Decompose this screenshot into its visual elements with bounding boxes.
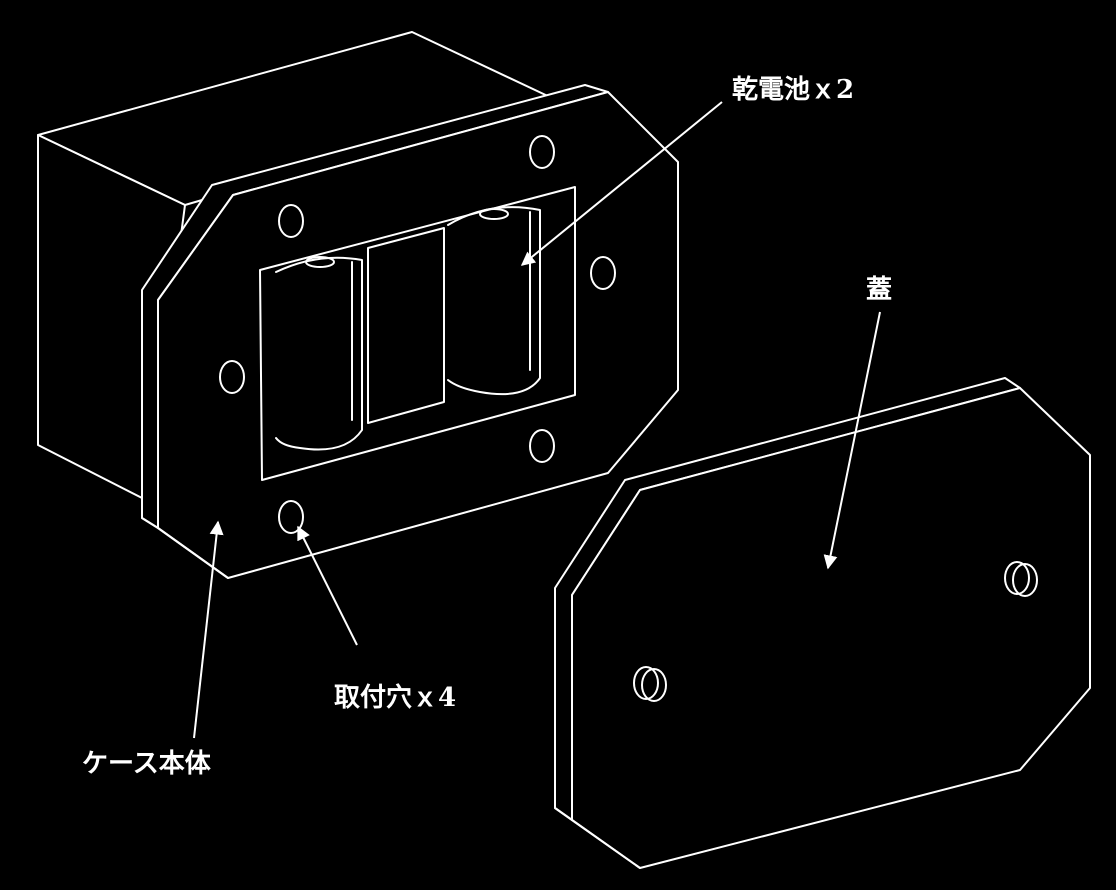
battery-right-terminal bbox=[479, 208, 509, 220]
mounting-hole bbox=[219, 360, 245, 394]
mounting-holes bbox=[219, 135, 616, 534]
battery-right bbox=[447, 206, 541, 396]
label-case-body: ケース本体 bbox=[82, 749, 212, 779]
mounting-hole bbox=[278, 500, 304, 534]
battery-window bbox=[259, 186, 576, 481]
battery-left-body bbox=[275, 256, 363, 451]
battery-left bbox=[275, 256, 363, 451]
lid-edge-highlight bbox=[554, 807, 641, 869]
lid bbox=[554, 377, 1091, 869]
label-lid: 蓋 bbox=[866, 275, 892, 305]
mounting-hole bbox=[590, 256, 616, 290]
lid-pin bbox=[1004, 561, 1038, 597]
lid-face bbox=[571, 387, 1091, 869]
labels: 乾電池ｘ2 蓋 取付穴ｘ4 ケース本体 bbox=[82, 75, 892, 779]
battery-separator bbox=[367, 227, 445, 424]
leader-case-body bbox=[193, 520, 224, 739]
label-batteries: 乾電池ｘ2 bbox=[732, 75, 854, 105]
mounting-hole bbox=[529, 135, 555, 169]
leader-mounting-holes bbox=[297, 525, 358, 646]
leader-batteries bbox=[520, 101, 723, 266]
battery-left-terminal bbox=[305, 256, 335, 268]
mounting-hole bbox=[278, 204, 304, 238]
flange-edge-highlight bbox=[141, 517, 229, 579]
leader-lid bbox=[823, 311, 881, 570]
lid-pin bbox=[633, 666, 667, 702]
leader-lines bbox=[193, 101, 881, 739]
mounting-hole bbox=[529, 429, 555, 463]
label-mounting-holes: 取付穴ｘ4 bbox=[334, 683, 456, 713]
